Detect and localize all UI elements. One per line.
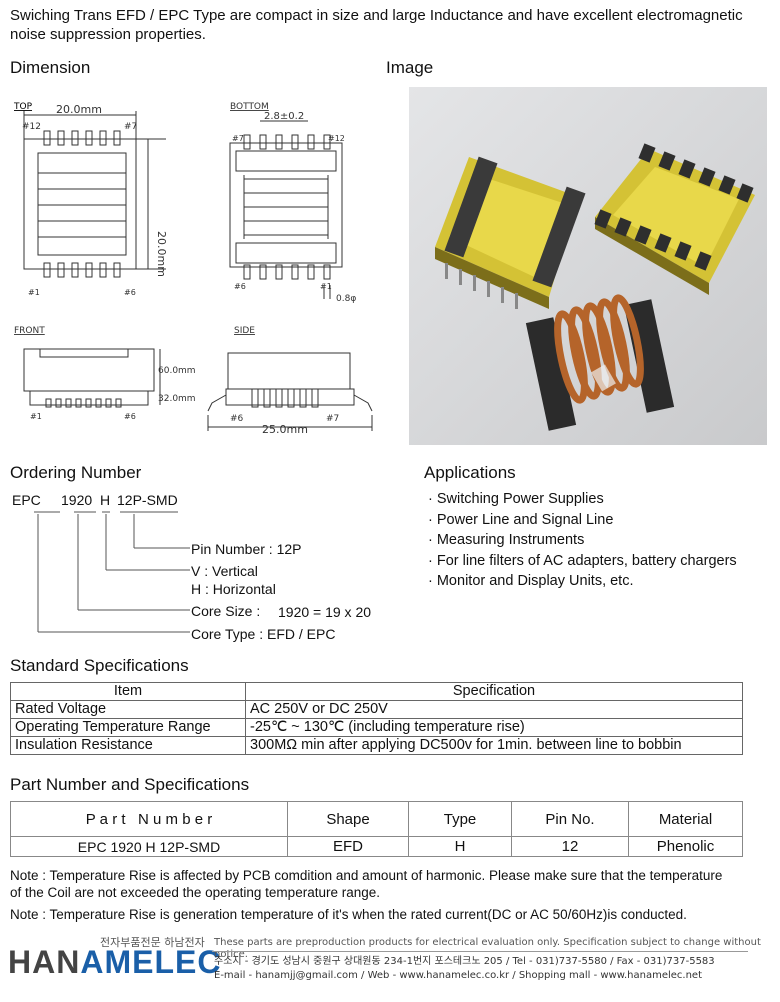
product-photo <box>409 87 767 445</box>
side-width-label: 25.0mm <box>262 423 308 436</box>
ordering-core-type: Core Type : EFD / EPC <box>191 626 336 642</box>
front-pin1-label: #1 <box>30 412 42 421</box>
intro-text: Swiching Trans EFD / EPC Type are compac… <box>10 7 743 43</box>
front-h2-label: 32.0mm <box>158 394 196 404</box>
dimension-drawing: TOP 20.0mm #12 #7 20.0mm #1 #6 BOTTOM 2.… <box>13 102 373 436</box>
top-pin6-label: #6 <box>124 288 136 297</box>
note-1: Note : Temperature Rise is affected by P… <box>10 868 723 900</box>
table-cell: H <box>408 836 512 857</box>
table-header-material: Material <box>628 801 743 837</box>
ordering-pin-number: Pin Number : 12P <box>191 541 302 557</box>
bottom-pin7-label: #7 <box>232 134 244 143</box>
table-header-row: Item Specification <box>10 682 743 701</box>
side-label: SIDE <box>234 326 255 336</box>
application-item: · For line filters of AC adapters, batte… <box>428 552 737 569</box>
application-item: · Switching Power Supplies <box>428 491 604 507</box>
logo-left: HAN <box>8 944 81 980</box>
footer-divider <box>212 951 748 952</box>
bottom-pin-dia-label: 0.8φ <box>336 294 356 304</box>
top-label: TOP <box>13 102 33 112</box>
note-2: Note : Temperature Rise is generation te… <box>10 907 687 922</box>
footer-address: 주소지 - 경기도 성남시 중원구 상대원동 234-1번지 포스테크노 205… <box>214 956 715 967</box>
table-header-spec: Specification <box>245 682 743 701</box>
table-cell: Insulation Resistance <box>10 736 246 755</box>
logo: HANAMELEC <box>8 944 221 981</box>
table-row: Operating Temperature Range -25℃ ~ 130℃ … <box>10 718 743 737</box>
table-header-type: Type <box>408 801 512 837</box>
table-cell: EFD <box>287 836 409 857</box>
table-row: Insulation Resistance 300MΩ min after ap… <box>10 736 743 755</box>
transformer-right <box>594 143 755 295</box>
part-specs-table: P a r t N u m b e r Shape Type Pin No. M… <box>10 801 743 857</box>
part-specs-heading: Part Number and Specifications <box>10 775 250 794</box>
image-heading: Image <box>386 58 434 77</box>
ordering-core-size-value: 1920 = 19 x 20 <box>278 604 372 620</box>
ordering-heading: Ordering Number <box>10 463 142 482</box>
transformer-illustration <box>409 87 767 445</box>
footer-disclaimer: These parts are preproduction products f… <box>214 937 761 960</box>
coil-bobbin <box>525 294 675 431</box>
ordering-leader-lines <box>34 511 190 633</box>
ordering-code-size: 1920 <box>61 492 93 508</box>
top-pin7-label: #7 <box>124 122 137 132</box>
table-cell: Phenolic <box>628 836 743 857</box>
top-height-label: 20.0mm <box>155 231 168 277</box>
table-row: EPC 1920 H 12P-SMD EFD H 12 Phenolic <box>10 836 743 857</box>
top-pin1-label: #1 <box>28 288 40 297</box>
applications-heading: Applications <box>424 463 516 482</box>
footer-tagline: 전자부품전문 하남전자 <box>100 936 205 949</box>
transformer-left <box>435 156 586 309</box>
table-cell: Operating Temperature Range <box>10 718 246 737</box>
logo-right: AMELEC <box>80 944 222 980</box>
table-cell: 12 <box>511 836 629 857</box>
ordering-core-size-label: Core Size : <box>191 603 261 619</box>
table-header-item: Item <box>10 682 246 701</box>
table-header-shape: Shape <box>287 801 409 837</box>
front-h1-label: 60.0mm <box>158 366 196 376</box>
front-pin6-label: #6 <box>124 412 136 421</box>
ordering-vertical: V : Vertical <box>191 563 258 579</box>
application-item: · Measuring Instruments <box>428 532 585 548</box>
bottom-pin12-label: #12 <box>328 134 345 143</box>
bottom-pin1-label: #1 <box>320 282 332 291</box>
table-cell: AC 250V or DC 250V <box>245 700 743 719</box>
table-cell: EPC 1920 H 12P-SMD <box>10 836 288 857</box>
standard-specs-table: Item Specification Rated Voltage AC 250V… <box>10 682 743 755</box>
dimension-heading: Dimension <box>10 58 91 77</box>
application-item: · Monitor and Display Units, etc. <box>428 573 634 589</box>
table-cell: 300MΩ min after applying DC500v for 1min… <box>245 736 743 755</box>
table-header-row: P a r t N u m b e r Shape Type Pin No. M… <box>10 801 743 837</box>
ordering-code-epc: EPC <box>12 492 41 508</box>
ordering-code-type: H <box>100 492 111 508</box>
front-label: FRONT <box>14 326 45 336</box>
bottom-pitch-label: 2.8±0.2 <box>264 111 304 122</box>
table-cell: Rated Voltage <box>10 700 246 719</box>
side-pin7-label: #7 <box>326 414 339 424</box>
table-row: Rated Voltage AC 250V or DC 250V <box>10 700 743 719</box>
footer-contact: E-mail - hanamjj@gmail.com / Web - www.h… <box>214 970 703 981</box>
ordering-code-pins: 12P-SMD <box>117 492 178 508</box>
applications-list: · Switching Power Supplies · Power Line … <box>428 489 737 592</box>
table-header-pin-no: Pin No. <box>511 801 629 837</box>
ordering-horizontal: H : Horizontal <box>191 581 276 597</box>
side-pin6-label: #6 <box>230 414 244 424</box>
table-cell: -25℃ ~ 130℃ (including temperature rise) <box>245 718 743 737</box>
bottom-pin6-label: #6 <box>234 282 246 291</box>
top-pin12-label: #12 <box>22 122 41 132</box>
standard-specs-heading: Standard Specifications <box>10 656 189 675</box>
table-header-part-number: P a r t N u m b e r <box>10 801 288 837</box>
top-width-label: 20.0mm <box>56 103 102 116</box>
application-item: · Power Line and Signal Line <box>428 511 614 528</box>
bottom-label: BOTTOM <box>230 102 269 112</box>
